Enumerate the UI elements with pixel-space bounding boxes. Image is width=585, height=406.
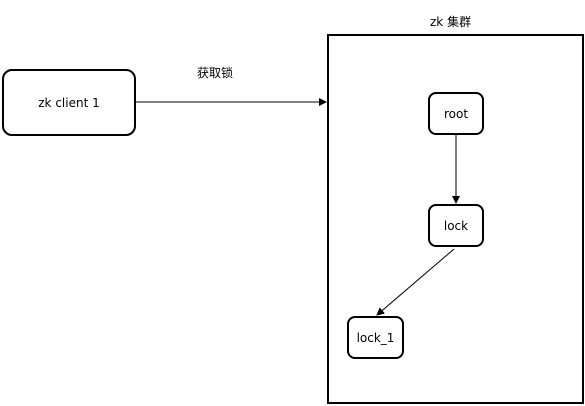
- acquire-lock-label: 获取锁: [197, 66, 234, 80]
- zk-client-label: zk client 1: [38, 95, 100, 110]
- zk-client-node: zk client 1: [2, 69, 136, 136]
- zk-cluster-container: [327, 34, 584, 404]
- lock-1-node-label: lock_1: [356, 330, 395, 345]
- lock-node-label: lock: [443, 218, 469, 233]
- cluster-title: zk 集群: [430, 15, 472, 29]
- lock-node: lock: [428, 204, 484, 247]
- root-node-label: root: [443, 106, 469, 121]
- root-node: root: [428, 92, 484, 135]
- lock-1-node: lock_1: [347, 316, 404, 359]
